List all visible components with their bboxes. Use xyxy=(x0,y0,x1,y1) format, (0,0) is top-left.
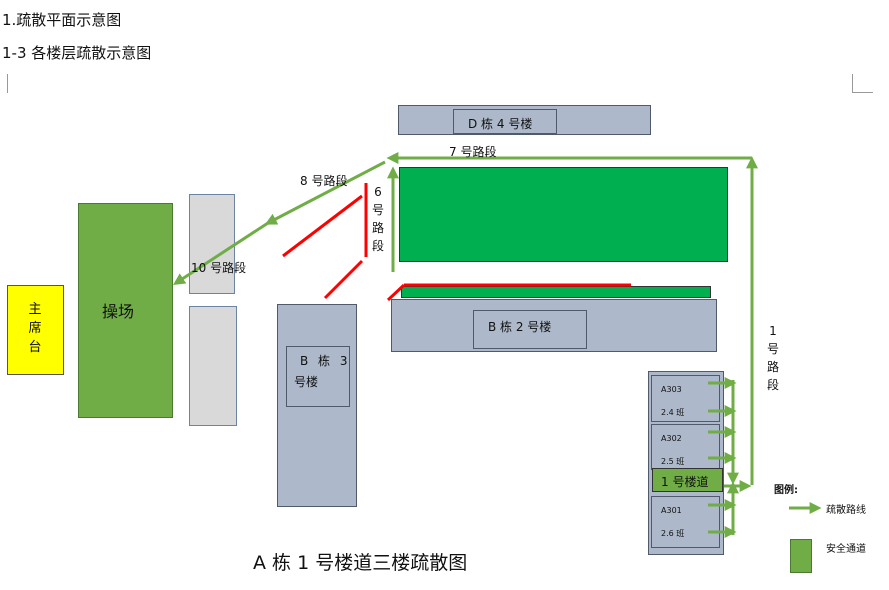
route-6-label-2: 号 xyxy=(371,203,384,217)
stairway-1-label: 1 号楼道 xyxy=(661,475,709,489)
building-b2-label: B 栋 2 号楼 xyxy=(488,320,552,334)
section-heading: 1.疏散平面示意图 xyxy=(2,11,122,29)
route-1-label-3: 路 xyxy=(766,360,779,374)
side-block-lower xyxy=(189,306,237,426)
room-a301-code: A301 xyxy=(661,506,682,515)
route-1-label-2: 号 xyxy=(766,342,779,356)
route-8-line xyxy=(264,160,386,225)
route-6-label-3: 路 xyxy=(371,221,384,235)
route-7-label: 7 号路段 xyxy=(449,145,497,159)
room-a301-class: 2.6 班 xyxy=(661,529,685,538)
legend-route-label: 疏散路线 xyxy=(826,505,866,516)
subsection-heading: 1-3 各楼层疏散示意图 xyxy=(2,44,152,62)
legend-safe-label: 安全通道 xyxy=(826,544,866,555)
route-10-line xyxy=(172,221,269,285)
route-6-label-4: 段 xyxy=(371,239,384,253)
room-a302: A302 2.5 班 xyxy=(651,424,720,470)
legend-safe-swatch xyxy=(790,539,812,573)
safe-area-main xyxy=(399,167,728,262)
route-10-label: 10 号路段 xyxy=(191,261,247,275)
room-a302-class: 2.5 班 xyxy=(661,457,685,466)
route-8-label: 8 号路段 xyxy=(300,174,348,188)
room-a302-code: A302 xyxy=(661,434,682,443)
diagram-caption: A 栋 1 号楼道三楼疏散图 xyxy=(253,552,468,574)
building-b3-label-box xyxy=(286,346,350,407)
building-d4-label-box xyxy=(453,109,557,134)
side-block-upper xyxy=(189,194,235,294)
playground-label: 操场 xyxy=(102,302,135,321)
route-6-label-1: 6 xyxy=(374,185,382,199)
room-a303-class: 2.4 班 xyxy=(661,408,685,417)
room-a303-code: A303 xyxy=(661,385,682,394)
building-b3-label-line2: 号楼 xyxy=(294,375,319,389)
page-corner-right xyxy=(852,74,873,93)
legend-title: 图例: xyxy=(774,485,798,496)
podium-label-1: 主 xyxy=(28,302,42,317)
barrier-1 xyxy=(282,194,363,258)
building-b2-label-box xyxy=(473,310,587,349)
podium-label-3: 台 xyxy=(28,340,42,355)
playground xyxy=(78,203,173,418)
podium-label-2: 席 xyxy=(28,321,42,336)
barrier-4 xyxy=(386,283,406,302)
barrier-3 xyxy=(323,259,364,300)
stairway-1 xyxy=(652,468,723,492)
page-corner-left xyxy=(7,74,8,93)
route-1-label-1: 1 xyxy=(769,324,777,338)
podium xyxy=(7,285,64,375)
building-d4-label: D 栋 4 号楼 xyxy=(468,117,533,131)
building-b3-label-line1: B 栋 3 xyxy=(300,354,348,368)
route-1-label-4: 段 xyxy=(766,378,779,392)
